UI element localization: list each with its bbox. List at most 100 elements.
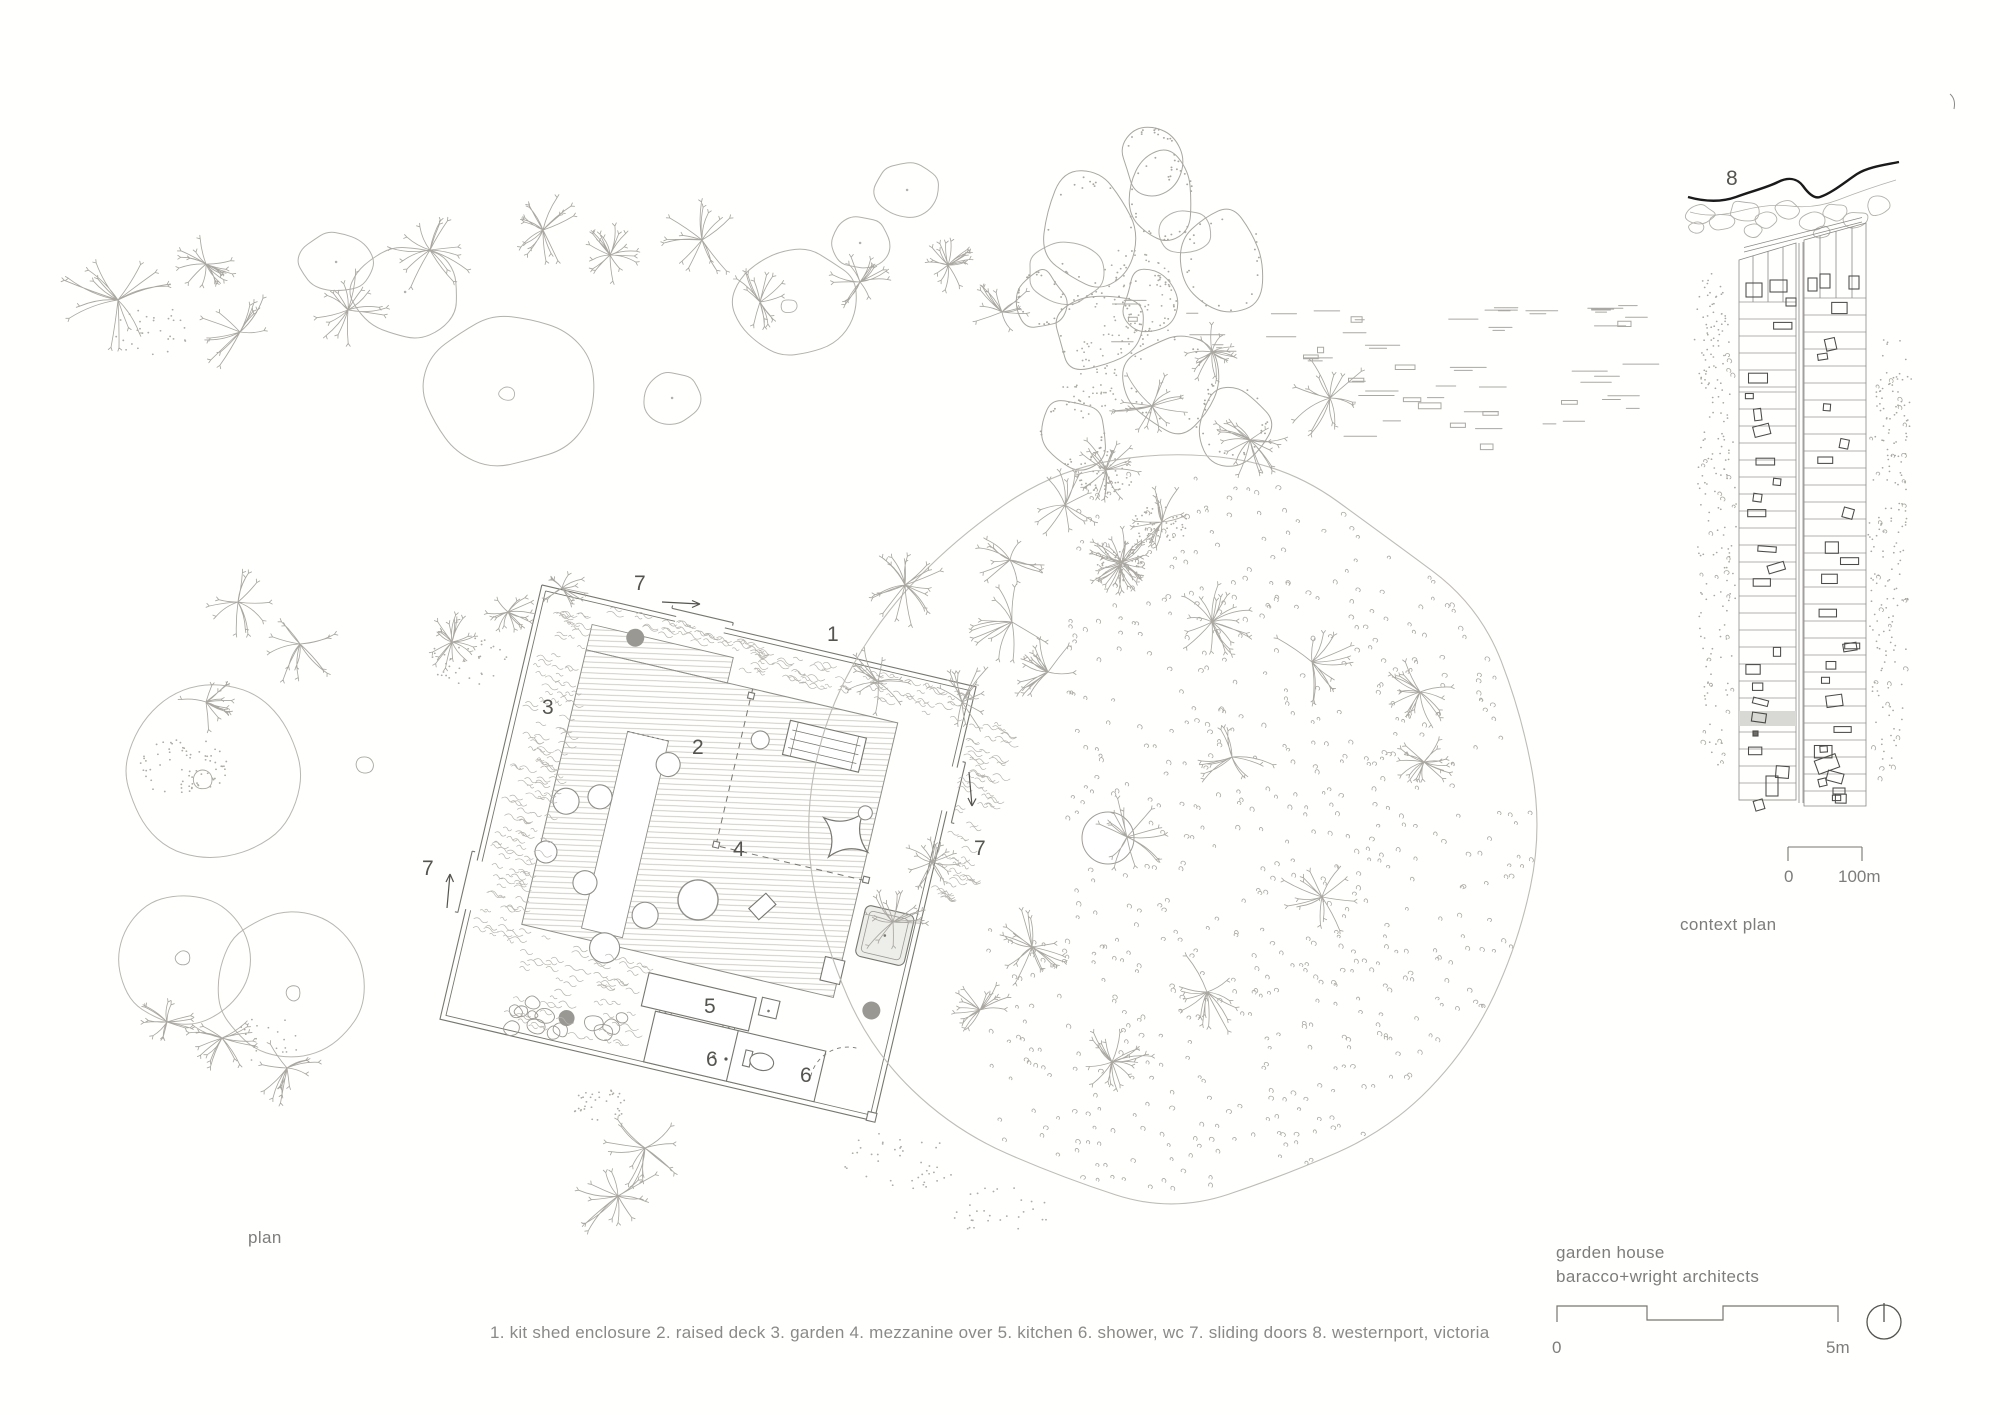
toilet	[741, 1049, 775, 1072]
mezzanine-post	[711, 840, 721, 849]
context-plan: 8 0 100m context plan	[1680, 160, 1913, 934]
stone	[526, 1018, 546, 1035]
rock-outcrop	[1128, 149, 1192, 242]
rock-outcrop	[1198, 386, 1273, 467]
tree-trunk	[192, 769, 213, 790]
grass-tuft	[905, 836, 962, 890]
shrub-scribble	[503, 935, 654, 1047]
label-6a-dot	[724, 1057, 728, 1061]
marsh-dashes	[1303, 305, 1660, 451]
context-building	[1772, 646, 1782, 657]
legend-caption: 1. kit shed enclosure 2. raised deck 3. …	[490, 1323, 1490, 1342]
main-scale-zero: 0	[1552, 1338, 1561, 1357]
tree-canopy	[873, 162, 939, 218]
context-building	[1848, 275, 1860, 290]
arrow-down-icon	[967, 771, 977, 807]
ground-dots	[844, 1132, 952, 1190]
grass-tuft	[999, 906, 1068, 987]
rock-outcrop	[1122, 335, 1220, 435]
pebble-gray	[862, 1001, 881, 1020]
rock-outcrop	[1043, 170, 1137, 288]
grass-tuft	[660, 198, 734, 275]
plan-label: plan	[248, 1228, 282, 1247]
coastal-shrub	[1774, 200, 1800, 220]
mezzanine-post	[746, 691, 756, 700]
grass-tuft	[1273, 630, 1355, 707]
grass-tuft	[60, 259, 172, 352]
context-building	[1751, 682, 1764, 691]
tree-canopy	[125, 684, 302, 858]
label-7-top: 7	[634, 572, 646, 595]
context-scale-bar	[1787, 846, 1863, 861]
context-building	[1819, 273, 1831, 289]
context-building	[1752, 422, 1772, 439]
context-building	[1752, 407, 1763, 422]
shrub-scribble	[472, 611, 592, 944]
stone	[508, 1004, 523, 1019]
coastal-shrub	[1708, 214, 1736, 231]
context-building	[1747, 746, 1763, 756]
label-6a: 6	[706, 1048, 718, 1071]
tree-trunk	[285, 985, 301, 1002]
tree-canopy	[217, 911, 365, 1058]
coastal-shrub	[1688, 221, 1705, 234]
tree-trunk	[498, 386, 516, 401]
arrow-right-icon	[661, 599, 701, 609]
vegetation-layer	[60, 126, 1660, 1235]
grass-tuft	[1129, 485, 1187, 551]
context-building	[1838, 437, 1851, 450]
rock-outcrop	[1041, 400, 1106, 471]
project-title: garden house	[1556, 1243, 1665, 1262]
tree-canopy	[731, 248, 857, 356]
context-building	[1822, 403, 1832, 412]
coastal-shrub	[1754, 211, 1778, 229]
star-plant	[821, 811, 870, 859]
grass-tuft	[1291, 357, 1365, 438]
grass-tuft	[936, 666, 989, 732]
grass-tuft	[1213, 418, 1289, 479]
label-7-left: 7	[422, 857, 434, 880]
grass-tuft	[1034, 468, 1099, 537]
coastal-shrub	[1812, 225, 1831, 239]
context-building	[1774, 765, 1790, 779]
bath	[855, 905, 915, 966]
context-building	[1755, 457, 1776, 466]
grass-tuft	[585, 222, 641, 285]
plan-number-labels: 7 1 3 2 4 5 6 6 7 7	[422, 572, 986, 1087]
context-building	[1833, 726, 1852, 733]
side-table	[819, 955, 846, 986]
grass-tuft	[602, 1115, 678, 1190]
context-building	[1745, 282, 1763, 298]
shrub-scribble	[931, 722, 1019, 902]
context-building	[1841, 506, 1856, 520]
grass-tuft	[516, 194, 578, 265]
context-building	[1744, 392, 1754, 400]
context-building	[1766, 560, 1787, 575]
context-building	[1831, 301, 1848, 315]
grass-tuft	[1089, 536, 1145, 596]
grass-tuft	[972, 283, 1031, 333]
grass-tuft	[924, 237, 974, 294]
stone	[503, 1020, 520, 1036]
grass-tuft	[732, 268, 786, 331]
label-4: 4	[733, 838, 745, 861]
grass-tuft	[1183, 321, 1238, 384]
grass-tuft	[1074, 437, 1142, 503]
coastal-vegetation	[1684, 195, 1891, 239]
ground-dots	[1074, 450, 1133, 495]
grass-tuft	[1280, 865, 1358, 935]
ground-dots	[953, 1187, 1047, 1230]
main-scale-bar	[1556, 1305, 1839, 1322]
grass-tuft	[1387, 658, 1455, 729]
vegetated-mound-outline	[808, 454, 1538, 1205]
lot-column-right-outline	[1803, 222, 1867, 807]
garden-scribble-bands	[472, 606, 1019, 1047]
ground-dots	[1062, 341, 1118, 419]
ground-dots	[115, 308, 187, 356]
deck-trees	[534, 730, 873, 964]
context-building	[1820, 676, 1831, 684]
context-building	[1831, 794, 1842, 802]
main-scale-max: 5m	[1826, 1338, 1850, 1357]
